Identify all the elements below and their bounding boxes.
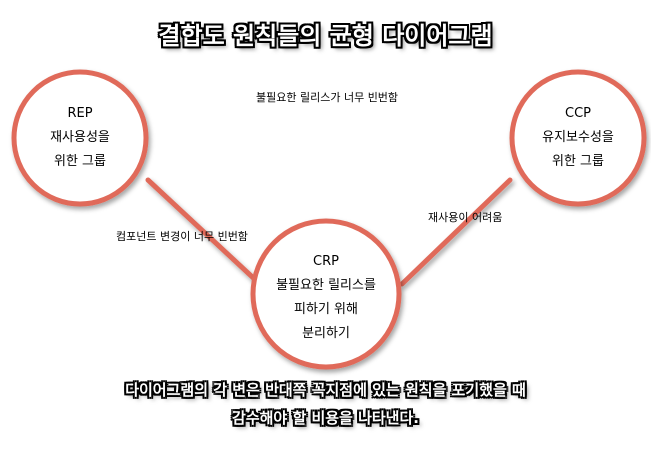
node-ccp: CCP 유지보수성을 위한 그룹 <box>513 102 643 174</box>
caption-line2: 감수해야 할 비용을 나타낸다. <box>232 409 419 427</box>
node-ccp-name: CCP <box>565 106 591 121</box>
node-ccp-line2: 위한 그룹 <box>552 154 604 169</box>
edge-ccp-crp <box>399 177 513 287</box>
diagram-title: 결합도 원칙들의 균형 다이어그램 <box>158 22 493 50</box>
node-rep-line2: 위한 그룹 <box>54 154 106 169</box>
caption-line1: 다이어그램의 각 변은 반대쪽 꼭지점에 있는 원칙을 포기했을 때 <box>125 381 526 399</box>
node-crp-line3: 분리하기 <box>302 326 350 341</box>
node-rep: REP 재사용성을 위한 그룹 <box>20 102 140 174</box>
node-rep-line1: 재사용성을 <box>50 130 110 145</box>
node-crp-circle <box>250 218 402 370</box>
node-crp-line2: 피하기 위해 <box>294 302 358 317</box>
node-rep-name: REP <box>67 106 93 121</box>
edge-rep-crp <box>145 177 265 289</box>
node-crp-name: CRP <box>313 254 339 269</box>
edge-label-ccp-crp: 재사용이 어려움 <box>428 211 503 224</box>
node-ccp-circle <box>509 69 647 207</box>
edge-label-rep-crp: 컴포넌트 변경이 너무 빈번함 <box>116 230 248 243</box>
node-ccp-line1: 유지보수성을 <box>542 130 614 145</box>
edge-label-rep-ccp: 불필요한 릴리스가 너무 빈번함 <box>256 91 399 104</box>
node-crp-line1: 불필요한 릴리스를 <box>276 278 376 293</box>
node-crp: CRP 불필요한 릴리스를 피하기 위해 분리하기 <box>256 250 396 346</box>
node-rep-circle <box>11 69 149 207</box>
